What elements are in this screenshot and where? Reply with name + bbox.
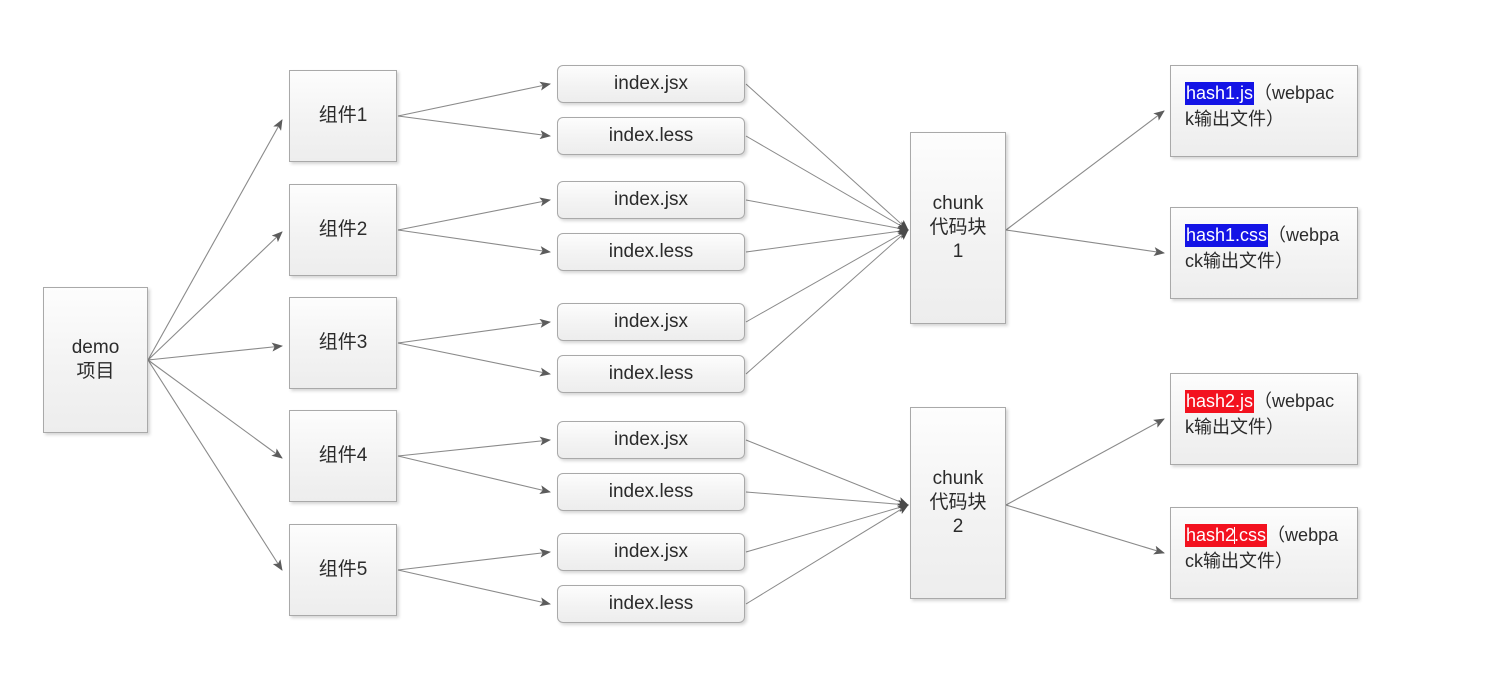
demo-project-line2: 项目 [76,361,115,382]
output-suffix-label: （webpack输出文件） [1185,225,1340,272]
output-hash-label: hash2.js [1185,390,1255,413]
node-file-index-less-2[interactable]: index.less [557,233,745,271]
output-hash-part1: hash2 [1186,525,1236,545]
demo-project-line1: demo [71,336,120,358]
node-component-5[interactable]: 组件5 [289,524,397,616]
chunk-2-line3: 2 [952,516,964,538]
output-hash-label: hash1.css [1185,224,1269,247]
output-suffix-label: （webpack输出文件） [1185,83,1335,130]
node-component-3[interactable]: 组件3 [289,297,397,389]
node-component-2[interactable]: 组件2 [289,184,397,276]
file-label: index.jsx [614,540,688,562]
node-file-index-less-5[interactable]: index.less [557,585,745,623]
file-label: index.less [608,480,694,502]
node-file-index-less-1[interactable]: index.less [557,117,745,155]
edges-root-to-components [147,119,283,571]
component-1-label: 组件1 [318,104,368,126]
node-file-index-less-3[interactable]: index.less [557,355,745,393]
node-file-index-less-4[interactable]: index.less [557,473,745,511]
node-file-index-jsx-4[interactable]: index.jsx [557,421,745,459]
component-2-label: 组件2 [318,218,368,240]
node-component-4[interactable]: 组件4 [289,410,397,502]
node-chunk-2[interactable]: chunk 代码块 2 [910,407,1006,599]
node-file-index-jsx-3[interactable]: index.jsx [557,303,745,341]
chunk-1-line1: chunk [932,192,984,214]
file-label: index.jsx [614,428,688,450]
component-5-label: 组件5 [318,558,368,580]
output-hash-label: hash1.js [1185,82,1255,105]
node-file-index-jsx-2[interactable]: index.jsx [557,181,745,219]
chunk-2-line2: 代码块 [929,491,987,513]
node-component-1[interactable]: 组件1 [289,70,397,162]
component-4-label: 组件4 [318,444,368,466]
file-label: index.less [608,592,694,614]
chunk-1-line3: 1 [952,241,964,263]
file-label: index.jsx [614,310,688,332]
edges-chunks-to-outputs [1005,110,1165,555]
component-3-label: 组件3 [318,331,368,353]
edges-files-to-chunk1 [745,83,909,375]
output-hash-part2: .css [1234,525,1267,545]
file-label: index.jsx [614,188,688,210]
edges-files-to-chunk2 [745,439,909,605]
node-output-hash2-css[interactable]: hash2.css（webpack输出文件） [1170,507,1358,599]
file-label: index.less [608,124,694,146]
file-label: index.less [608,240,694,262]
file-label: index.less [608,362,694,384]
edges-components-to-files [397,81,551,607]
output-suffix-label: （webpack输出文件） [1185,391,1335,438]
node-output-hash1-js[interactable]: hash1.js（webpack输出文件） [1170,65,1358,157]
chunk-2-line1: chunk [932,467,984,489]
node-output-hash1-css[interactable]: hash1.css（webpack输出文件） [1170,207,1358,299]
node-chunk-1[interactable]: chunk 代码块 1 [910,132,1006,324]
text-caret [1234,527,1236,544]
chunk-1-line2: 代码块 [929,216,987,238]
node-output-hash2-js[interactable]: hash2.js（webpack输出文件） [1170,373,1358,465]
file-label: index.jsx [614,72,688,94]
output-suffix-label: （webpack输出文件） [1185,525,1339,572]
node-file-index-jsx-5[interactable]: index.jsx [557,533,745,571]
output-hash-selection: hash2.css [1185,524,1268,547]
node-file-index-jsx-1[interactable]: index.jsx [557,65,745,103]
node-demo-project[interactable]: demo 项目 [43,287,148,433]
